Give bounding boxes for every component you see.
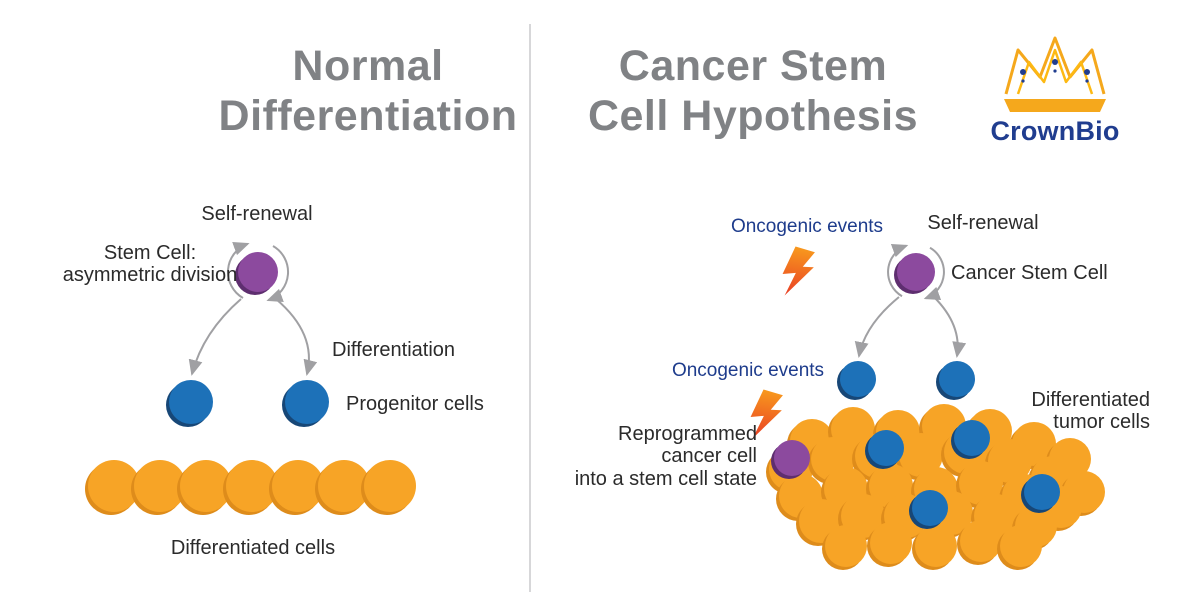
- differentiation-arrow-right: [933, 296, 967, 358]
- cancer-stem-cell: [894, 253, 935, 294]
- differentiated-cell: [269, 460, 324, 515]
- diff-tumor-label-line1: Differentiated: [1031, 389, 1150, 411]
- differentiated-cell: [131, 460, 186, 515]
- differentiated-cell: [85, 460, 140, 515]
- differentiated-tumor-cells-label: Differentiated tumor cells: [995, 389, 1150, 434]
- reprogrammed-label-line3: into a stem cell state: [574, 467, 757, 490]
- tumor-progenitor-cell: [936, 361, 975, 400]
- cells-layer: [85, 252, 1105, 570]
- differentiated-cell: [315, 460, 370, 515]
- tumor-blue-cell: [865, 430, 904, 469]
- stem-cell-label-line1: Stem Cell:: [103, 242, 197, 264]
- self-renewal-label-left: Self-renewal: [201, 203, 313, 225]
- reprogrammed-cancer-cell-label: Reprogrammed cancer cell into a stem cel…: [557, 423, 757, 490]
- tumor-cell: [957, 520, 1002, 565]
- differentiation-arrow-right: [854, 296, 900, 358]
- left-title-line2: Differentiation: [218, 91, 518, 140]
- tumor-blue-cell: [909, 490, 948, 529]
- diff-tumor-label-line2: tumor cells: [1053, 411, 1150, 434]
- stem-cell-label-line2: asymmetric division: [62, 264, 238, 287]
- tumor-cell: [912, 525, 957, 570]
- differentiation-arrow-left: [188, 298, 242, 376]
- differentiated-cell: [223, 460, 278, 515]
- self-renewal-ring-right: [887, 243, 945, 301]
- progenitor-cell: [166, 380, 213, 427]
- tumor-cell: [867, 522, 912, 567]
- progenitor-cells-label: Progenitor cells: [346, 393, 484, 415]
- right-panel-title: Cancer Stem Cell Hypothesis: [570, 42, 936, 142]
- tumor-cell: [997, 525, 1042, 570]
- tumor-progenitor-cell: [837, 361, 876, 400]
- oncogenic-events-label-top: Oncogenic events: [730, 216, 884, 237]
- differentiation-label: Differentiation: [332, 339, 456, 361]
- tumor-cell: [822, 525, 867, 570]
- reprogrammed-label-line1: Reprogrammed: [618, 423, 757, 445]
- differentiated-cell: [361, 460, 416, 515]
- differentiated-cell: [177, 460, 232, 515]
- right-title-line2: Cell Hypothesis: [587, 91, 919, 140]
- right-title-line1: Cancer Stem: [618, 42, 888, 90]
- crownbio-logo-wordmark: CrownBio: [990, 116, 1120, 146]
- stem-cell: [235, 252, 278, 295]
- lightning-bolt-icon: [750, 389, 783, 439]
- cancer-stem-cell-label: Cancer Stem Cell: [951, 262, 1108, 284]
- left-title-line1: Normal: [292, 42, 444, 90]
- lightning-bolt-icon: [782, 246, 815, 296]
- tumor-blue-cell: [1021, 474, 1060, 513]
- stem-cell-label: Stem Cell: asymmetric division: [45, 242, 255, 287]
- self-renewal-ring-left: [226, 242, 290, 302]
- reprogrammed-cancer-cell: [771, 440, 810, 479]
- reprogrammed-label-line2: cancer cell: [661, 445, 757, 468]
- crownbio-logo-crown: [1004, 36, 1106, 112]
- oncogenic-events-label-mid: Oncogenic events: [671, 360, 825, 381]
- differentiated-cells-label: Differentiated cells: [170, 537, 336, 559]
- panel-divider: [529, 24, 531, 592]
- tumor-blue-cell: [951, 420, 990, 459]
- left-panel-title: Normal Differentiation: [185, 42, 551, 142]
- self-renewal-label-right: Self-renewal: [927, 212, 1039, 234]
- differentiation-arrow-left: [275, 298, 318, 376]
- progenitor-cell: [282, 380, 329, 427]
